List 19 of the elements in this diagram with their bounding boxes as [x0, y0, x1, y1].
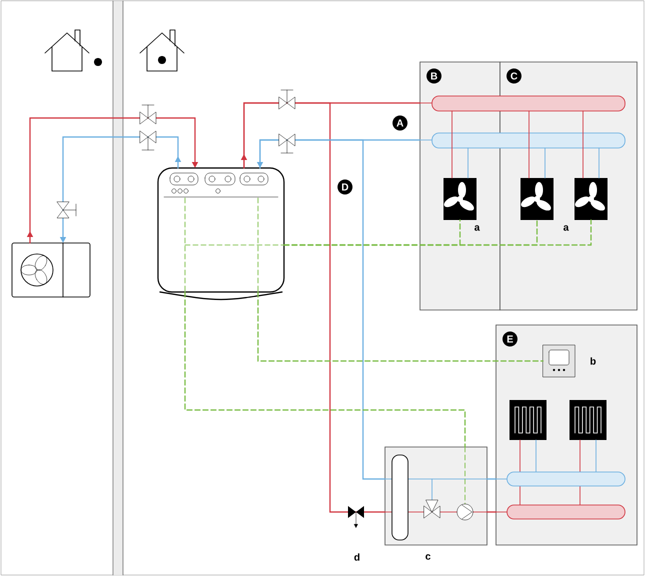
callout-letter: c — [426, 554, 430, 560]
callout-letter: a — [474, 225, 480, 231]
floor-heating-panel — [510, 400, 546, 440]
callout-badge: E — [502, 332, 518, 346]
fan-coil — [520, 178, 554, 220]
callout-badge: A — [392, 116, 408, 130]
floor-heating-panel — [570, 400, 606, 440]
fan-coil — [574, 178, 608, 220]
mixing-box — [384, 446, 488, 546]
callout-letter: d — [354, 553, 360, 561]
fan-coil — [444, 178, 476, 220]
room-thermostat — [542, 344, 576, 378]
callout-letter: b — [590, 357, 596, 365]
callout-badge: C — [506, 68, 522, 84]
callout-letter: a — [564, 225, 569, 231]
callout-badge: D — [338, 180, 352, 194]
indoor-unit — [157, 167, 285, 300]
outdoor-unit — [12, 242, 90, 298]
callout-badge: B — [426, 68, 442, 84]
